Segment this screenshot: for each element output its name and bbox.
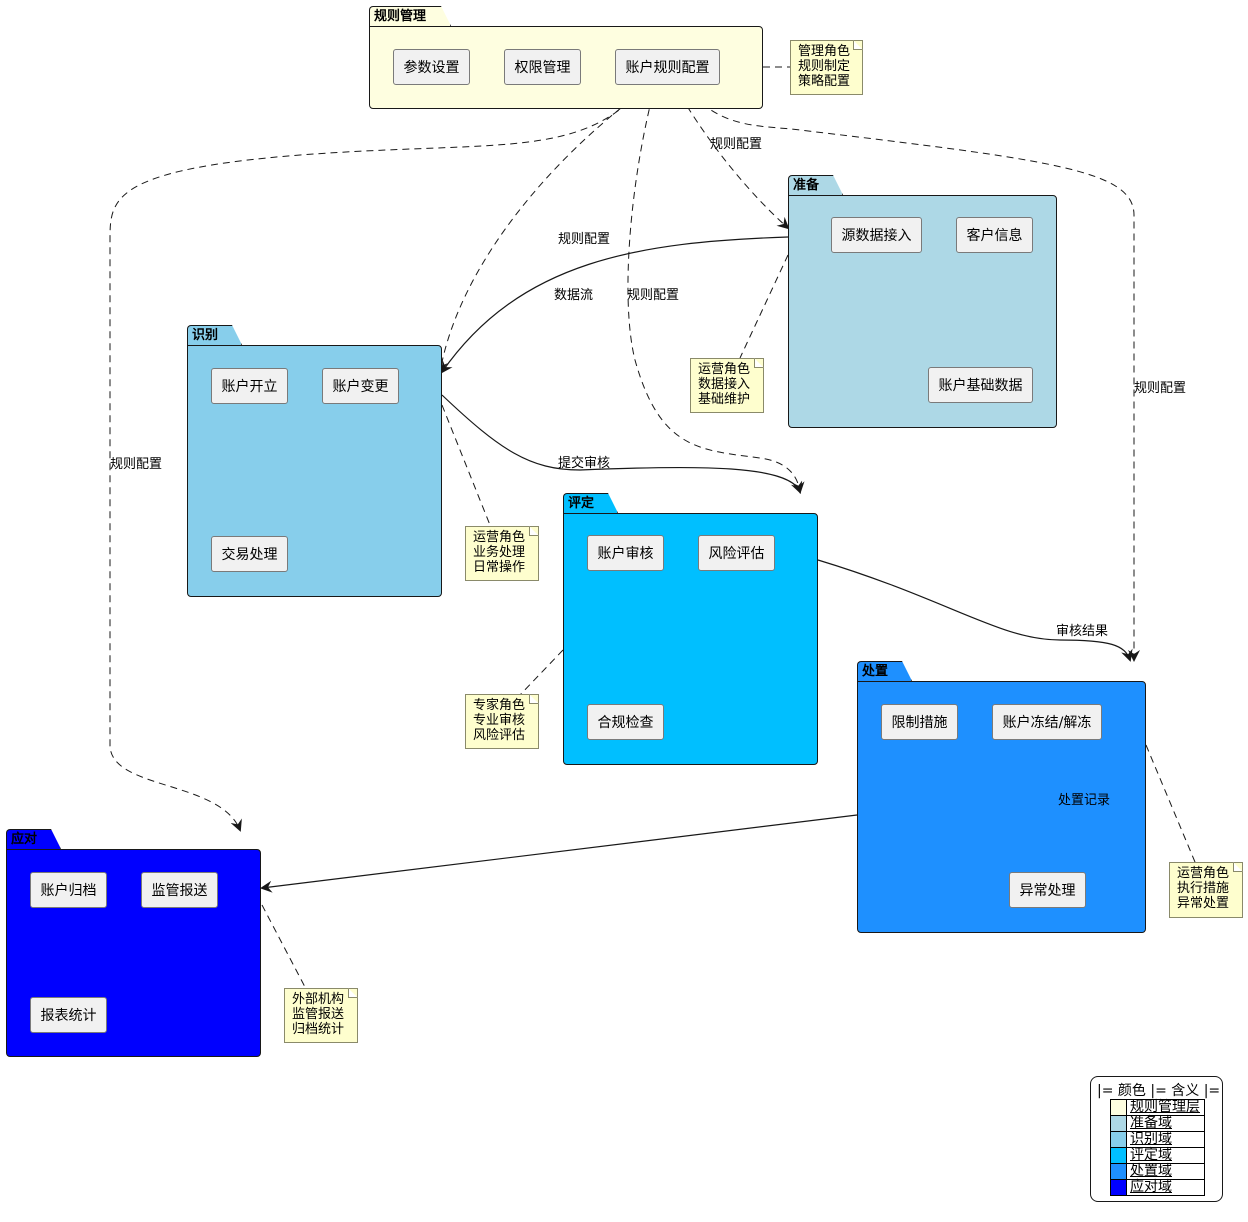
legend-swatch: [1110, 1099, 1127, 1116]
legend-swatch: [1110, 1131, 1127, 1148]
note-line: 策略配置: [798, 74, 851, 89]
note-connector-ident: [441, 404, 491, 526]
legend-label: 识别域: [1126, 1131, 1205, 1148]
legend-swatch: [1110, 1179, 1127, 1196]
note-line: 专业审核: [473, 713, 526, 728]
component-regulatory-report[interactable]: 监管报送: [141, 872, 218, 908]
legend-row: 处置域: [1110, 1163, 1205, 1180]
edge-label-rules-to-ident: 规则配置: [558, 232, 611, 247]
edge-label-eval-to-disp: 审核结果: [1056, 624, 1109, 639]
component-customer-info[interactable]: 客户信息: [956, 217, 1033, 253]
component-transaction-processing[interactable]: 交易处理: [211, 536, 288, 572]
note-line: 基础维护: [698, 392, 751, 407]
package-disposal-domain: 处置域 限制措施 账户冻结/解冻 异常处理: [857, 661, 1146, 933]
component-compliance-check[interactable]: 合规检查: [587, 704, 664, 740]
edge-disp-to-resp: [260, 814, 858, 893]
legend-row: 规则管理层: [1110, 1099, 1205, 1116]
legend-table: 规则管理层 准备域 识别域 评定域 处置域 应对域: [1110, 1099, 1205, 1196]
component-account-rule-config[interactable]: 账户规则配置: [615, 49, 720, 85]
note-connector-prep: [739, 254, 789, 359]
component-account-base-data[interactable]: 账户基础数据: [928, 367, 1033, 403]
note-ident-domain: 运营角色 业务处理 日常操作: [465, 526, 539, 581]
note-connector-disp: [1145, 744, 1196, 863]
note-connector-resp: [261, 904, 306, 988]
note-fold: [754, 358, 764, 368]
note-line: 执行措施: [1177, 881, 1230, 896]
note-line: 运营角色: [698, 362, 751, 377]
legend-row: 识别域: [1110, 1131, 1205, 1148]
component-account-archive[interactable]: 账户归档: [30, 872, 107, 908]
edge-label-rules-to-resp: 规则配置: [110, 457, 163, 472]
note-rules-layer: 管理角色 规则制定 策略配置: [790, 40, 863, 95]
component-report-statistics[interactable]: 报表统计: [30, 997, 107, 1033]
legend-row: 准备域: [1110, 1115, 1205, 1132]
legend-label: 准备域: [1126, 1115, 1205, 1132]
note-fold: [853, 40, 863, 50]
note-eval-domain: 专家角色 专业审核 风险评估: [465, 694, 539, 749]
edge-rules-to-ident: [435, 85, 651, 374]
note-fold: [529, 526, 539, 536]
note-prep-domain: 运营角色 数据接入 基础维护: [690, 358, 764, 413]
note-line: 管理角色: [798, 44, 851, 59]
legend-label: 评定域: [1126, 1147, 1205, 1164]
legend-label: 规则管理层: [1126, 1099, 1205, 1116]
legend-header: |= 颜色 |= 含义 |=: [1097, 1083, 1221, 1099]
package-title: 规则管理层: [369, 6, 451, 26]
note-line: 规则制定: [798, 59, 851, 74]
note-line: 数据接入: [698, 377, 751, 392]
note-disposal-domain: 运营角色 执行措施 异常处置: [1169, 862, 1243, 918]
component-exception-handling[interactable]: 异常处理: [1009, 872, 1086, 908]
edge-label-rules-to-prep: 规则配置: [710, 137, 763, 152]
component-param-settings[interactable]: 参数设置: [393, 49, 470, 85]
legend-label: 应对域: [1126, 1179, 1205, 1196]
component-risk-assessment[interactable]: 风险评估: [698, 535, 775, 571]
note-fold: [529, 694, 539, 704]
edge-label-ident-to-eval: 提交审核: [558, 456, 611, 471]
package-rules-layer: 规则管理层 参数设置 权限管理 账户规则配置: [369, 6, 763, 109]
package-title: 应对域: [6, 829, 61, 849]
note-line: 业务处理: [473, 545, 526, 560]
component-restriction-measures[interactable]: 限制措施: [881, 704, 958, 740]
note-line: 运营角色: [1177, 866, 1230, 881]
edge-label-disp-to-resp: 处置记录: [1058, 793, 1111, 808]
note-line: 风险评估: [473, 728, 526, 743]
package-prep-domain: 准备域 源数据接入 客户信息 账户基础数据: [788, 175, 1057, 428]
legend-label: 处置域: [1126, 1163, 1205, 1180]
legend-row: 评定域: [1110, 1147, 1205, 1164]
edge-eval-to-disp: [817, 559, 1133, 662]
note-line: 监管报送: [292, 1007, 345, 1022]
note-response-domain: 外部机构 监管报送 归档统计: [284, 988, 358, 1043]
component-account-freeze-unfreeze[interactable]: 账户冻结/解冻: [992, 704, 1102, 740]
note-connector-eval: [519, 649, 564, 696]
legend-row: 应对域: [1110, 1179, 1205, 1196]
legend: |= 颜色 |= 含义 |= 规则管理层 准备域 识别域 评定域 处置域 应对域: [1090, 1076, 1223, 1202]
package-title: 评定域: [563, 493, 618, 513]
edge-label-rules-to-disp: 规则配置: [1134, 381, 1187, 396]
note-fold: [1233, 862, 1243, 872]
edge-label-rules-to-eval: 规则配置: [627, 288, 680, 303]
package-title: 识别域: [187, 325, 242, 345]
legend-swatch: [1110, 1147, 1127, 1164]
component-account-review[interactable]: 账户审核: [587, 535, 664, 571]
note-line: 运营角色: [473, 530, 526, 545]
edge-prep-to-ident: [440, 236, 789, 374]
component-permission-mgmt[interactable]: 权限管理: [504, 49, 581, 85]
package-title: 处置域: [857, 661, 912, 681]
legend-swatch: [1110, 1163, 1127, 1180]
component-account-change[interactable]: 账户变更: [322, 368, 399, 404]
note-line: 异常处置: [1177, 896, 1230, 911]
edge-label-prep-to-ident: 数据流: [554, 288, 594, 303]
legend-swatch: [1110, 1115, 1127, 1132]
component-account-opening[interactable]: 账户开立: [211, 368, 288, 404]
note-line: 归档统计: [292, 1022, 345, 1037]
package-eval-domain: 评定域 账户审核 风险评估 合规检查: [563, 493, 818, 765]
component-source-data-ingest[interactable]: 源数据接入: [831, 217, 922, 253]
note-line: 外部机构: [292, 992, 345, 1007]
note-line: 专家角色: [473, 698, 526, 713]
package-title: 准备域: [788, 175, 843, 195]
package-response-domain: 应对域 账户归档 监管报送 报表统计: [6, 829, 261, 1057]
note-line: 日常操作: [473, 560, 526, 575]
note-fold: [348, 988, 358, 998]
package-ident-domain: 识别域 账户开立 账户变更 交易处理: [187, 325, 442, 597]
